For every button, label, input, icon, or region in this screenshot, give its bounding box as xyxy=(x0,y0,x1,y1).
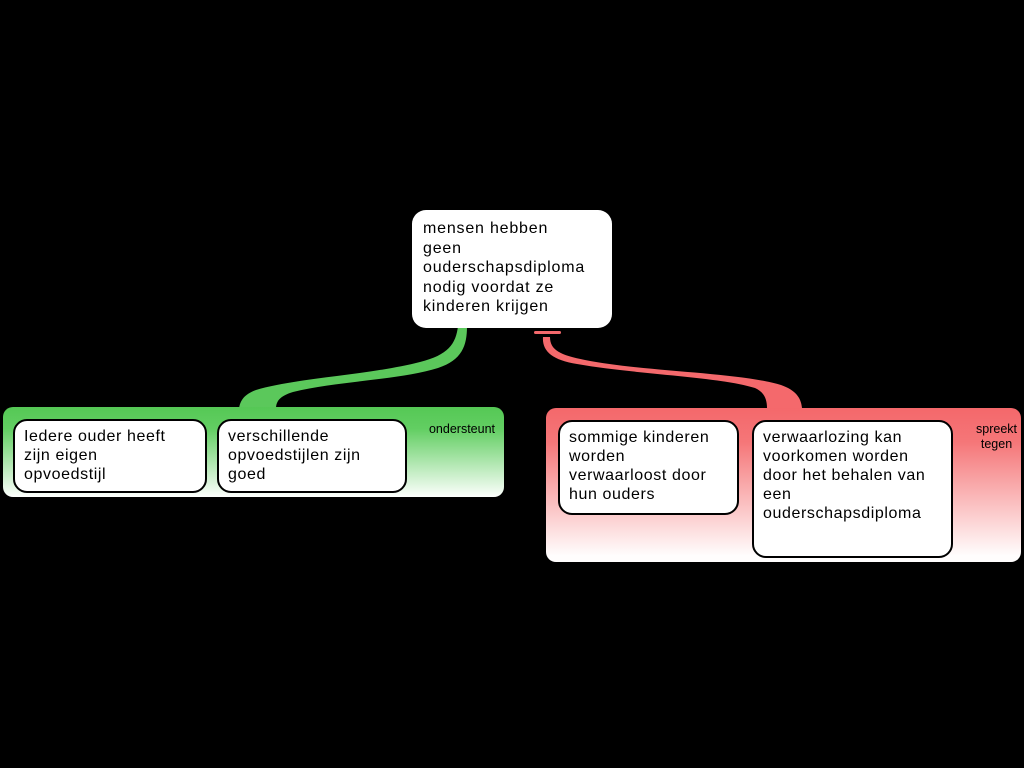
opposes-group[interactable]: spreekt tegen sommige kinderen worden ve… xyxy=(546,408,1021,562)
opposes-group-label: spreekt tegen xyxy=(976,422,1017,451)
supports-connector[interactable] xyxy=(239,326,467,409)
supports-group[interactable]: ondersteunt Iedere ouder heeft zijn eige… xyxy=(3,407,504,497)
supports-group-label: ondersteunt xyxy=(428,422,495,436)
reason-node[interactable]: verschillende opvoedstijlen zijn goed xyxy=(217,419,407,493)
reason-node[interactable]: Iedere ouder heeft zijn eigen opvoedstij… xyxy=(13,419,207,493)
objection-node[interactable]: sommige kinderen worden verwaarloost doo… xyxy=(558,420,739,515)
opposes-gap-marker-icon xyxy=(534,331,561,334)
claim-node[interactable]: mensen hebben geen ouderschapsdiploma no… xyxy=(412,210,612,328)
opposes-connector[interactable] xyxy=(542,337,802,408)
objection-node[interactable]: verwaarlozing kan voorkomen worden door … xyxy=(752,420,953,558)
